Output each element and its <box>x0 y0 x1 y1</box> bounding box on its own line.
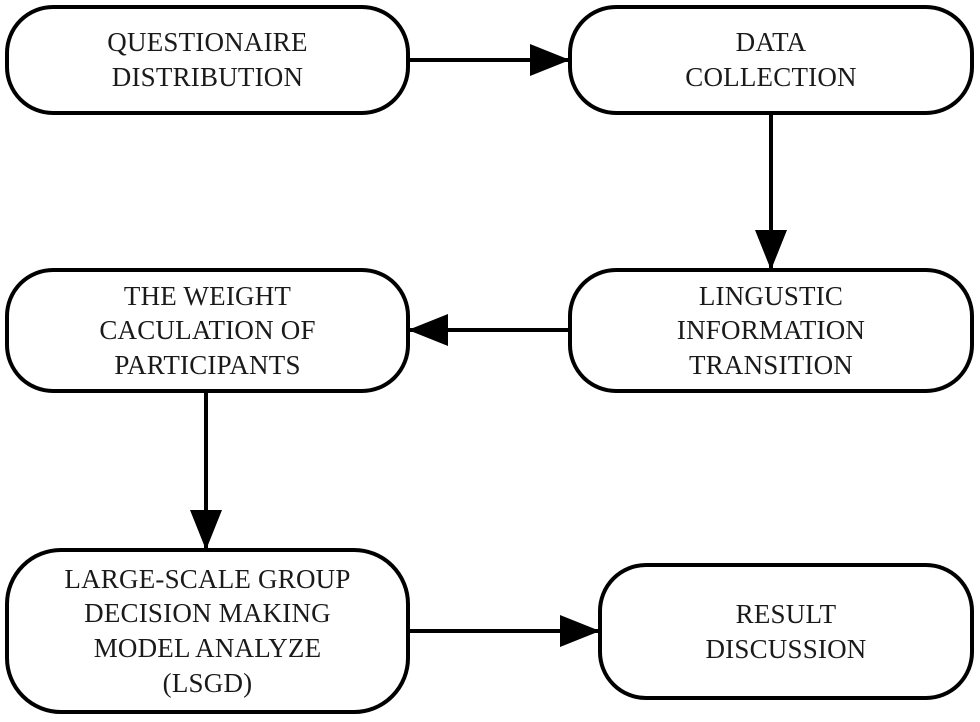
node-label-line: THE WEIGHT <box>123 280 292 311</box>
lsgd-model-analyze-node: LARGE-SCALE GROUP DECISION MAKING MODEL … <box>5 548 410 714</box>
node-label-line: RESULT <box>735 598 837 629</box>
node-label-line: (LSGD) <box>162 667 253 698</box>
node-label-line: COLLECTION <box>685 62 857 92</box>
node-label-line: INFORMATION <box>676 315 866 346</box>
node-label-line: DISTRIBUTION <box>111 62 304 92</box>
node-label-line: DATA <box>735 27 807 58</box>
node-label-line: LINGUSTIC <box>698 280 844 311</box>
node-label-line: QUESTIONAIRE <box>107 27 308 58</box>
questionnaire-distribution-node: QUESTIONAIRE DISTRIBUTION <box>5 5 410 115</box>
node-label-line: MODEL ANALYZE <box>93 633 322 663</box>
weight-calculation-node: THE WEIGHT CACULATION OF PARTICIPANTS <box>5 268 410 393</box>
node-label-line: CACULATION OF <box>99 315 316 346</box>
node-label-line: DECISION MAKING <box>84 598 331 629</box>
node-label-line: DISCUSSION <box>705 633 867 664</box>
node-label-line: TRANSITION <box>689 349 853 380</box>
node-label-line: LARGE-SCALE GROUP <box>64 563 351 594</box>
node-label-line: PARTICIPANTS <box>114 349 301 380</box>
result-discussion-node: RESULT DISCUSSION <box>598 563 974 700</box>
data-collection-node: DATA COLLECTION <box>568 5 974 115</box>
linguistic-information-transition-node: LINGUSTIC INFORMATION TRANSITION <box>568 268 974 393</box>
